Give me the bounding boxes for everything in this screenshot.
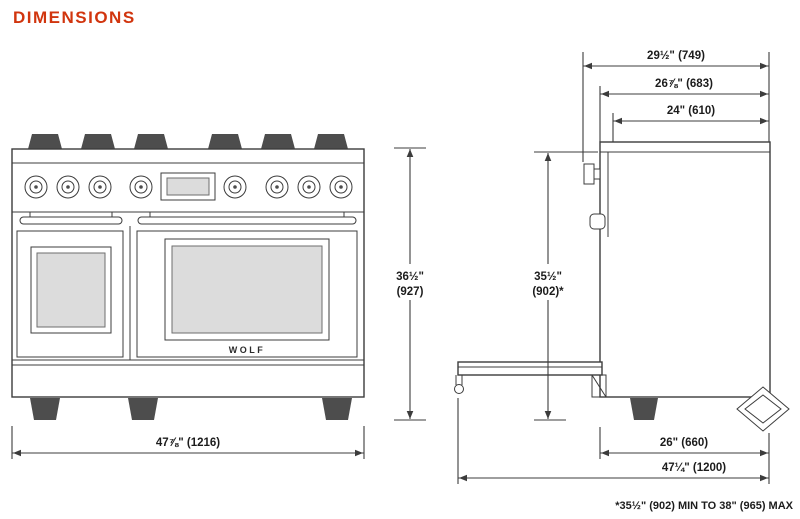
page-title: DIMENSIONS: [13, 8, 136, 27]
dim-depth-with-door: 26⅞" (683): [599, 78, 769, 142]
range-body-side: [599, 141, 771, 398]
foot: [322, 398, 352, 420]
control-knob: [24, 175, 48, 199]
dim-depth-body: 24" (610): [612, 105, 769, 142]
foot: [30, 398, 60, 420]
foot: [128, 398, 158, 420]
front-feet: [30, 398, 352, 420]
anti-tip-bracket: [736, 386, 790, 432]
left-door-window: [30, 246, 112, 334]
control-knob: [129, 175, 153, 199]
burner-grates: [28, 134, 348, 149]
handle-side-profile: [589, 213, 606, 230]
left-door-handle: [19, 216, 123, 225]
burner-grate: [81, 134, 115, 149]
dim-depth-door-label: 26⅞" (683): [655, 78, 713, 90]
dim-depth-base: 26" (660): [599, 427, 770, 484]
dim-height-counter-in-label: 35½": [534, 271, 562, 283]
left-door-frame: [16, 230, 124, 358]
control-knob: [56, 175, 80, 199]
right-door-handle: [137, 216, 357, 225]
control-knob: [223, 175, 247, 199]
dim-depth-base-label: 26" (660): [660, 437, 708, 449]
burner-grate: [208, 134, 242, 149]
oven-door-handles: [19, 212, 357, 225]
right-door-frame: [136, 230, 358, 358]
control-knobs: [24, 175, 353, 199]
dim-height-counter: 35½" (902)*: [532, 151, 598, 421]
dim-height-overall-mm-label: (927): [397, 286, 424, 298]
dim-depth-overall-label: 29½" (749): [647, 50, 705, 62]
control-knob: [88, 175, 112, 199]
burner-grate: [28, 134, 62, 149]
dim-height-counter-mm-label: (902)*: [532, 286, 564, 298]
dim-height-overall-in-label: 36½": [396, 271, 424, 283]
dim-height-overall: 36½" (927): [394, 147, 426, 421]
right-door-window: [164, 238, 330, 341]
dim-front-width-label: 47⅞" (1216): [156, 437, 220, 449]
burner-grate: [134, 134, 168, 149]
front-view: WOLF: [11, 134, 365, 420]
brand-logo: WOLF: [229, 345, 266, 355]
control-knob: [329, 175, 353, 199]
burner-grate: [261, 134, 295, 149]
side-view: [454, 141, 790, 432]
oven-door-open: [454, 361, 603, 394]
burner-grate: [314, 134, 348, 149]
dim-door-open: 47¼" (1200): [457, 398, 769, 484]
dim-door-open-label: 47¼" (1200): [662, 462, 726, 474]
dim-front-width: 47⅞" (1216): [11, 426, 365, 459]
oven-doors: WOLF: [16, 226, 358, 360]
side-foot: [630, 398, 658, 420]
footnote: *35½" (902) MIN TO 38" (965) MAX: [615, 500, 793, 512]
control-knob: [265, 175, 289, 199]
dim-depth-body-label: 24" (610): [667, 105, 715, 117]
dim-depth-overall: 29½" (749): [582, 50, 770, 162]
control-knob: [297, 175, 321, 199]
door-handle-end: [454, 384, 464, 394]
door-hinge: [591, 374, 607, 398]
control-knob-side: [583, 163, 601, 185]
control-display: [160, 172, 216, 201]
